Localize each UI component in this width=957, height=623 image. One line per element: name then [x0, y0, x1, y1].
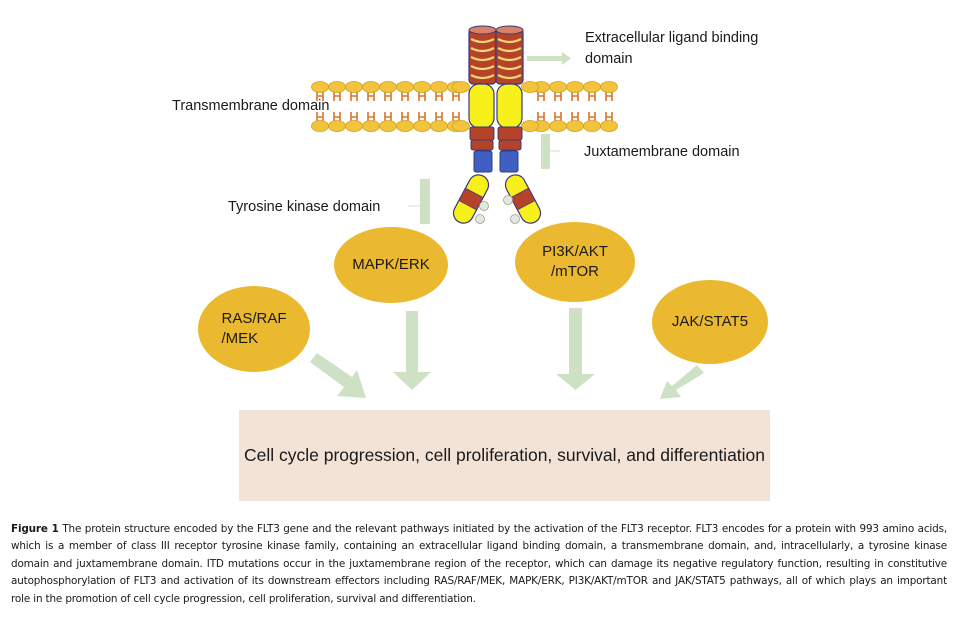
lipid-molecule — [566, 81, 584, 132]
extracellular-domain-right — [495, 25, 524, 85]
lipid-molecule — [549, 81, 567, 132]
pathway-label: MAPK/ERK — [352, 256, 430, 273]
phosphate-group — [475, 214, 485, 224]
lipid-head — [452, 120, 470, 132]
cellular-outcome-box: Cell cycle progression, cell proliferati… — [239, 410, 770, 501]
lipid-molecule — [362, 81, 380, 132]
lipid-molecule — [413, 81, 431, 132]
lipid-molecule — [396, 81, 414, 132]
transmembrane-domain-label: Transmembrane domain — [172, 98, 330, 114]
extracellular-pointer-arrow — [527, 52, 571, 65]
diagram-graphics — [198, 25, 768, 399]
lipid-molecule — [430, 81, 448, 132]
figure-caption-text: The protein structure encoded by the FLT… — [11, 523, 947, 605]
juxtamembrane-segment — [498, 139, 522, 151]
lipid-molecule — [345, 81, 363, 132]
cell-membrane — [311, 81, 618, 132]
pathway-jak-stat5: JAK/STAT5 — [652, 280, 768, 364]
juxtamembrane-blue-left — [473, 150, 493, 173]
juxtamembrane-blue-right — [499, 150, 519, 173]
lipid-molecule — [379, 81, 397, 132]
juxtamembrane-segment — [497, 126, 523, 141]
juxtamembrane-domain-label: Juxtamembrane domain — [584, 144, 740, 160]
pathway-label: JAK/STAT5 — [671, 313, 749, 330]
pathway-bubble-mapk-erk — [334, 227, 448, 303]
kinase-domain-left — [452, 174, 490, 224]
lipid-molecule — [328, 81, 346, 132]
juxtamembrane-segment — [469, 126, 495, 141]
lipid-head — [452, 81, 470, 93]
arrow-mapk-erk — [393, 311, 431, 390]
pathway-label-line1: PI3K/AKT — [542, 243, 608, 260]
figure-caption: Figure 1 The protein structure encoded b… — [11, 521, 947, 608]
tyrosine-kinase-bracket — [408, 179, 430, 224]
extracellular-domain-label-line2: domain — [585, 51, 633, 67]
transmembrane-segment-left — [468, 83, 495, 129]
pathway-label-line2: /mTOR — [550, 263, 600, 280]
lipid-molecule — [583, 81, 601, 132]
juxtamembrane-bracket — [541, 134, 560, 169]
lipid-head — [521, 120, 539, 132]
extracellular-domain-left — [468, 25, 497, 85]
pathway-bubble-jak-stat5 — [652, 280, 768, 364]
pathway-bubble-pi3k-akt — [515, 222, 635, 302]
transmembrane-segment-right — [496, 83, 523, 129]
flt3-receptor — [452, 25, 542, 224]
arrow-ras-raf — [310, 353, 366, 398]
lipid-molecule — [600, 81, 618, 132]
juxtamembrane-segment — [470, 139, 494, 151]
pathway-bubble-ras-raf — [198, 286, 310, 372]
arrow-pi3k-akt — [556, 308, 595, 390]
pathway-label-line1: RAS/RAF — [221, 310, 287, 327]
phosphate-group — [479, 201, 489, 211]
extracellular-domain-label: Extracellular ligand binding — [585, 30, 759, 46]
pathway-ras-raf-mek: RAS/RAF/MEK — [198, 286, 310, 372]
kinase-domain-right — [504, 174, 542, 224]
phosphate-group — [503, 195, 513, 205]
pathway-arrows — [310, 52, 704, 399]
phosphate-group — [510, 214, 520, 224]
flt3-diagram: Extracellular ligand binding domain Tran… — [172, 25, 770, 501]
lipid-head — [521, 81, 539, 93]
pathway-label-line2: /MEK — [221, 330, 259, 347]
arrow-jak-stat5 — [660, 365, 704, 399]
figure-label: Figure 1 — [11, 523, 59, 535]
pathway-mapk-erk: MAPK/ERK — [334, 227, 448, 303]
pathway-pi3k-akt-mtor: PI3K/AKT/mTOR — [515, 222, 635, 302]
tyrosine-kinase-domain-label: Tyrosine kinase domain — [228, 199, 381, 215]
